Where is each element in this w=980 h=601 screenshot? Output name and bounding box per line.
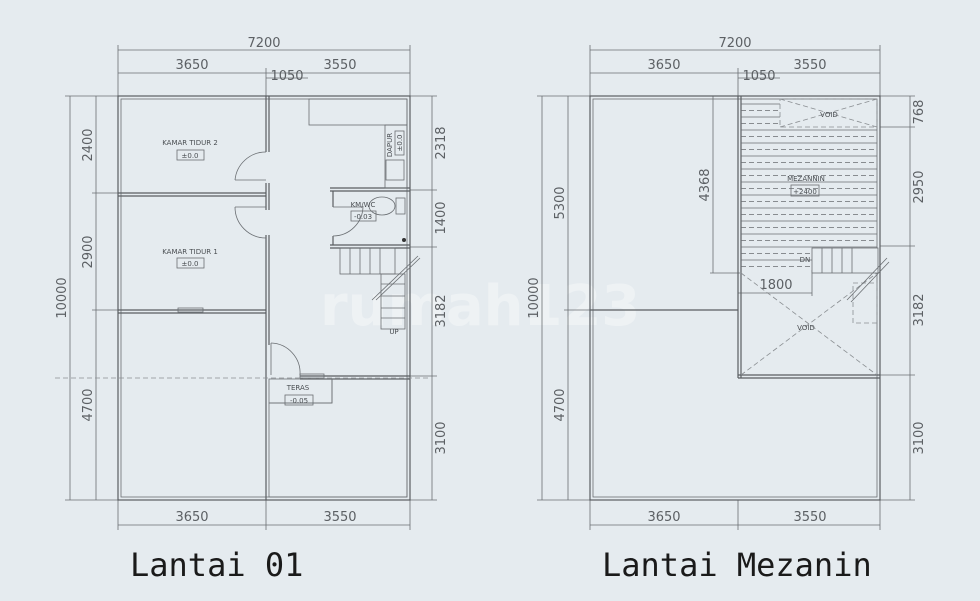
plan-title: Lantai Mezanin [602, 546, 872, 584]
doors [177, 151, 364, 379]
stairs [339, 247, 421, 330]
kitchen-counter-side [384, 124, 408, 189]
dim-bottom-right: 3550 [323, 510, 356, 525]
room-dapur: DAPUR ±0.0 [386, 130, 405, 157]
room-name: KM/WC [351, 201, 376, 209]
dim-right-2: 2950 [912, 170, 927, 203]
dim-right-4: 3100 [434, 421, 449, 454]
dim-bottom-left: 3650 [647, 510, 680, 525]
void-label-bottom: VOID [797, 324, 815, 332]
dim-right-3: 3182 [434, 294, 449, 327]
dim-right-4: 3100 [912, 421, 927, 454]
teras-hatch [268, 378, 408, 498]
plan-title: Lantai 01 [130, 546, 303, 584]
dim-bottom-left: 3650 [175, 510, 208, 525]
room-level: ±0.0 [182, 152, 199, 160]
room-level: -0.03 [354, 213, 372, 221]
dim-top-left: 3650 [647, 58, 680, 73]
dim-left-1: 5300 [553, 186, 568, 219]
room-name: MEZANNIN [787, 175, 825, 183]
dim-top-right: 3550 [323, 58, 356, 73]
dim-top-mid: 1050 [742, 69, 775, 84]
mezzanine-floor [741, 103, 877, 267]
plan-lantai-01: 7200 3650 3550 1050 3650 3550 10000 2400… [55, 36, 449, 584]
dim-total-width: 7200 [247, 36, 280, 51]
sink-icon [385, 159, 405, 181]
toilet-icon [368, 196, 396, 216]
dim-left-1: 2400 [81, 128, 96, 161]
room-kamar-tidur-1: KAMAR TIDUR 1 ±0.0 [162, 248, 218, 269]
stair-up-label: UP [389, 328, 398, 336]
room-name: KAMAR TIDUR 2 [162, 139, 218, 147]
dim-right-1: 768 [912, 100, 927, 125]
dim-top-left: 3650 [175, 58, 208, 73]
dim-left-2: 2900 [81, 235, 96, 268]
dim-mezz-offset: 1800 [759, 278, 792, 293]
dim-bottom-right: 3550 [793, 510, 826, 525]
room-level: ±0.0 [182, 260, 199, 268]
dim-right-2: 1400 [434, 201, 449, 234]
stair-dn-label: DN [800, 256, 811, 264]
dim-total-width: 7200 [718, 36, 751, 51]
dim-top-mid: 1050 [270, 69, 303, 84]
room-teras: TERAS -0.05 [284, 384, 314, 406]
dim-total-height: 10000 [55, 277, 70, 318]
dim-top-right: 3550 [793, 58, 826, 73]
plan-lantai-mezanin: 7200 3650 3550 1050 3650 3550 10000 5300… [527, 36, 927, 584]
room-kamar-tidur-2: KAMAR TIDUR 2 ±0.0 [162, 139, 218, 161]
void-label-top: VOID [820, 111, 838, 119]
watermark: rumah123 [320, 274, 640, 339]
room-level: +2400 [793, 188, 817, 196]
room-km-wc: KM/WC -0.03 [351, 201, 377, 222]
kitchen-counter [308, 98, 408, 126]
stairs [811, 247, 890, 324]
dim-mezz-depth: 4368 [698, 168, 713, 201]
room-name: TERAS [286, 384, 310, 392]
dim-right-3: 3182 [912, 293, 927, 326]
dim-left-2: 4700 [553, 388, 568, 421]
dim-total-height: 10000 [527, 277, 542, 318]
room-level: ±0.0 [396, 135, 404, 152]
void-areas [740, 98, 878, 376]
room-name: DAPUR [386, 133, 394, 157]
dim-left-3: 4700 [81, 388, 96, 421]
room-name: KAMAR TIDUR 1 [162, 248, 218, 256]
room-mezannin: MEZANNIN +2400 [787, 175, 825, 197]
room-level: -0.05 [290, 397, 308, 405]
dim-right-1: 2318 [434, 126, 449, 159]
